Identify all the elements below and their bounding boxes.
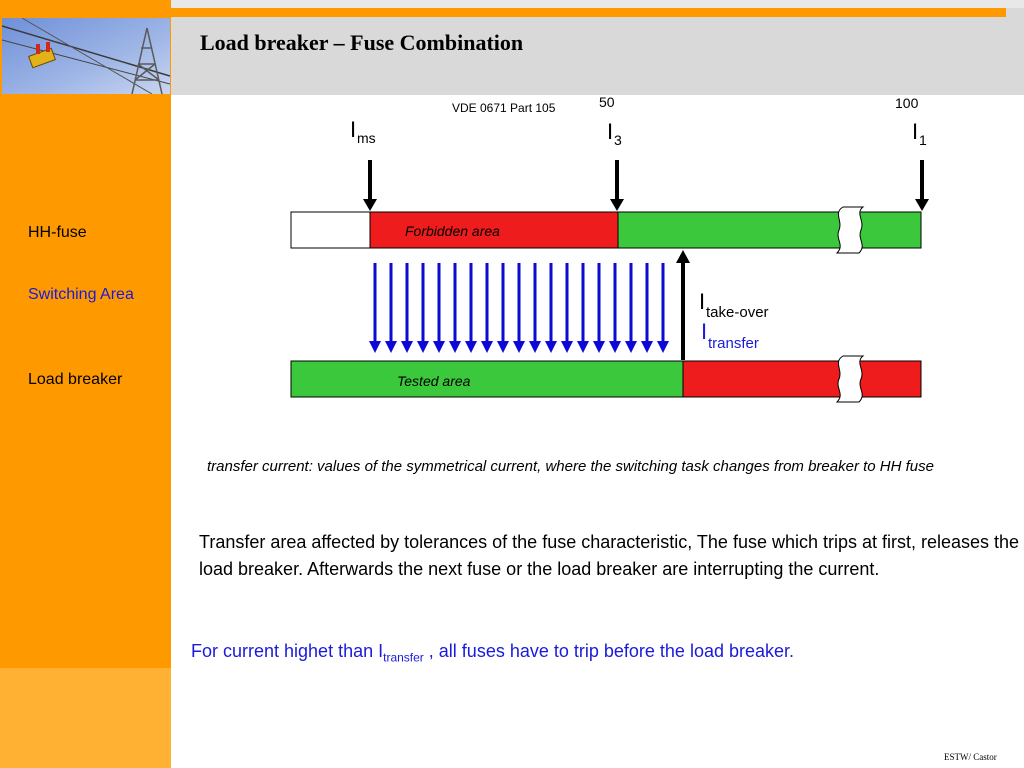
slide-title: Load breaker – Fuse Combination	[200, 30, 524, 55]
svg-text:3: 3	[614, 132, 622, 148]
footer-text: ESTW/ Castor	[944, 752, 997, 762]
svg-text:1: 1	[919, 132, 927, 148]
svg-text:take-over: take-over	[706, 304, 769, 321]
svg-text:I: I	[350, 117, 356, 142]
transfer-label: I transfer	[701, 319, 759, 352]
svg-text:I: I	[912, 119, 918, 144]
sidebar-label-switching-area: Switching Area	[28, 286, 134, 303]
svg-text:I: I	[607, 119, 613, 144]
value-label-100: 100	[895, 95, 919, 111]
transfer-note: For current highet than Itransfer , all …	[191, 641, 795, 665]
svg-text:I: I	[701, 319, 707, 344]
forbidden-area-label: Forbidden area	[405, 223, 500, 239]
sidebar-lower-band	[0, 668, 171, 768]
tested-area-label: Tested area	[397, 373, 471, 389]
current-symbol-i1: I 1	[912, 119, 927, 148]
orange-top-accent	[50, 0, 171, 10]
header-photo	[2, 18, 170, 94]
sidebar	[0, 0, 171, 768]
transfer-area-paragraph: Transfer area affected by tolerances of …	[199, 532, 1020, 579]
sidebar-label-hh-fuse: HH-fuse	[28, 224, 87, 241]
current-symbol-ims: I ms	[350, 117, 376, 146]
svg-text:ms: ms	[357, 130, 376, 146]
orange-header-bar	[171, 8, 1006, 17]
upper-bar: Forbidden area	[290, 206, 922, 254]
sidebar-label-load-breaker: Load breaker	[28, 371, 123, 388]
value-label-50: 50	[599, 95, 615, 110]
current-range-diagram: VDE 0671 Part 105 50 100 I ms I 3 I 1 Fo…	[290, 95, 929, 403]
standard-reference: VDE 0671 Part 105	[452, 101, 556, 115]
header-top-strip	[171, 0, 1024, 8]
current-symbol-i3: I 3	[607, 119, 622, 148]
switching-arrows	[369, 263, 669, 353]
break-mark-lower	[835, 355, 865, 403]
break-mark-upper	[835, 206, 865, 254]
lower-bar: Tested area	[290, 355, 922, 403]
svg-text:I: I	[699, 289, 705, 314]
takeover-label: I take-over	[699, 289, 769, 321]
transfer-current-definition: transfer current: values of the symmetri…	[207, 458, 934, 475]
svg-text:transfer: transfer	[708, 335, 759, 352]
